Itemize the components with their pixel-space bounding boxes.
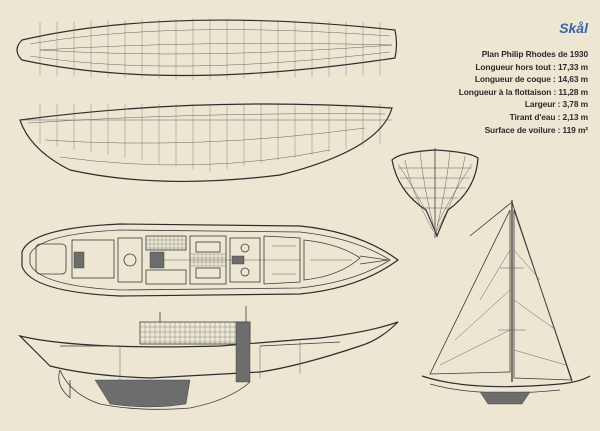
spec-designer: Plan Philip Rhodes de 1930 xyxy=(481,49,588,59)
spec-draft: Tirant d'eau : 2,13 m xyxy=(509,111,589,122)
sail-plan-view xyxy=(421,200,591,405)
spec-sail-area: Surface de voilure : 119 m² xyxy=(484,124,589,135)
deck-plan-view xyxy=(21,223,400,297)
boat-name-title: Skål xyxy=(559,20,588,36)
spec-length-overall: Longueur hors tout : 17,33 m xyxy=(475,61,588,72)
inboard-profile-view xyxy=(18,306,399,410)
hull-profile-lines-view xyxy=(19,103,393,182)
spec-waterline-length: Longueur à la flottaison : 11,28 m xyxy=(458,86,588,97)
spec-beam: Largeur : 3,78 m xyxy=(524,99,588,110)
spec-hull-length: Longueur de coque : 14,63 m xyxy=(474,74,588,85)
hull-lines-view xyxy=(16,18,398,80)
hull-sections-view xyxy=(391,148,479,238)
specifications-panel: Skål Plan Philip Rhodes de 1930 Longueur… xyxy=(420,20,588,136)
